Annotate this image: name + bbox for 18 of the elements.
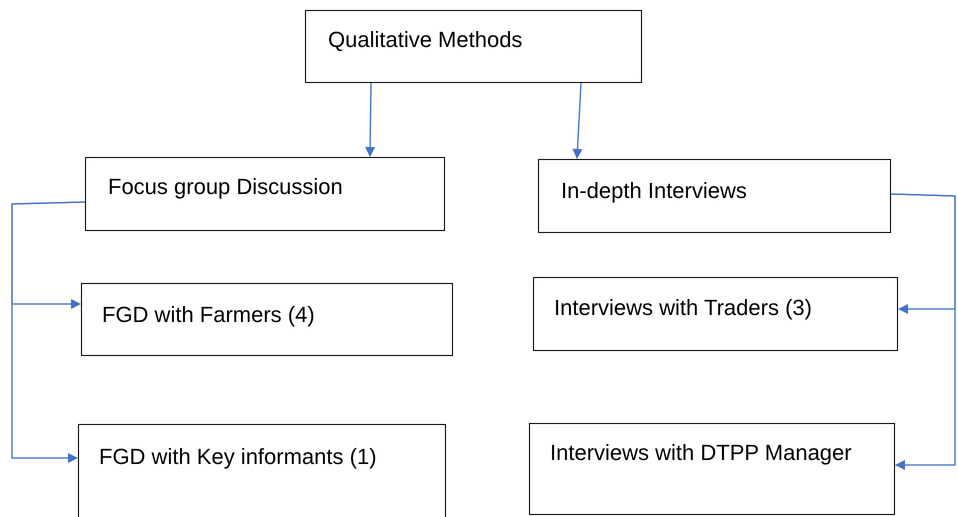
box-label: Focus group Discussion — [108, 173, 344, 201]
process-box — [78, 424, 446, 517]
box-label: Qualitative Methods — [328, 26, 524, 54]
arrow — [365, 83, 376, 157]
arrow — [11, 201, 86, 463]
process-box — [85, 157, 445, 231]
box-label: Interviews with DTPP Manager — [550, 439, 853, 467]
process-box — [529, 423, 895, 515]
box-label: FGD with Key informants (1) — [99, 443, 378, 471]
box-label: In-depth Interviews — [561, 177, 748, 205]
arrow — [572, 82, 582, 159]
arrow — [890, 193, 956, 470]
box-label: FGD with Farmers (4) — [102, 301, 316, 329]
process-box — [533, 277, 898, 351]
process-box — [538, 159, 891, 233]
process-box — [305, 10, 642, 83]
box-label: Interviews with Traders (3) — [554, 294, 813, 322]
process-box — [81, 283, 453, 356]
